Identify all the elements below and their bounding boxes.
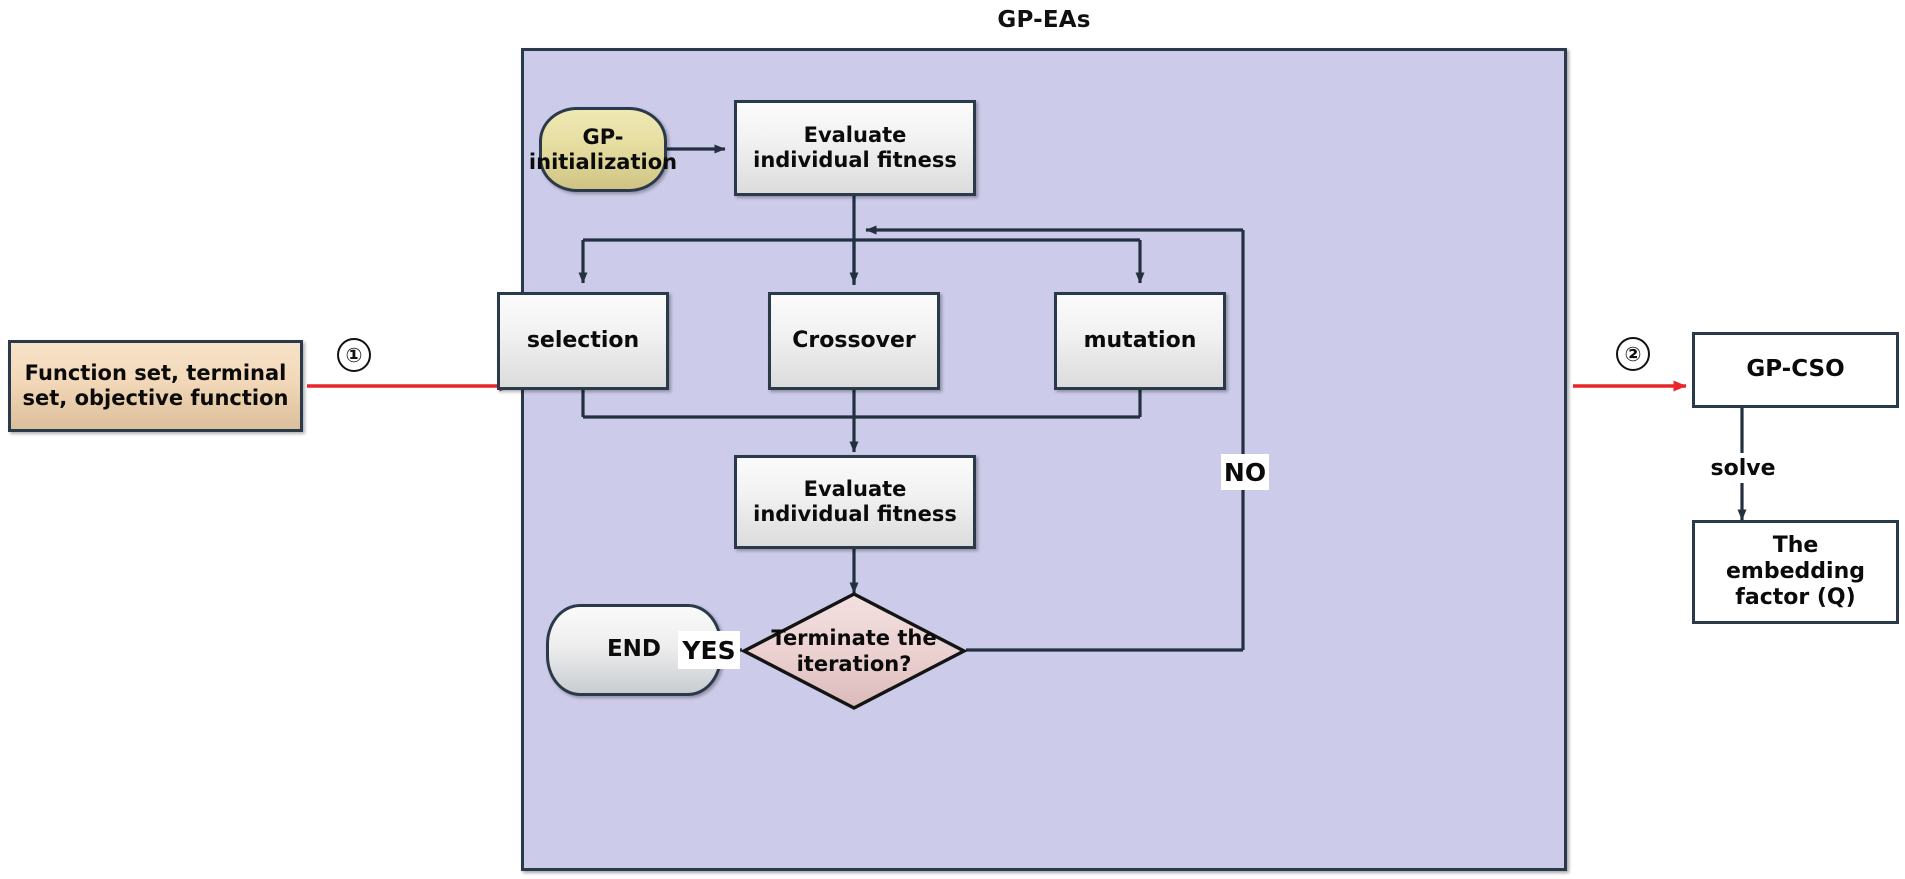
evaluate-bottom-line2: individual fitness <box>753 502 957 526</box>
embedding-factor-line3: factor (Q) <box>1735 584 1856 610</box>
input-node-line2: set, objective function <box>22 386 289 410</box>
gp-initialization-line1: GP- <box>582 124 624 149</box>
embedding-factor-line1: The <box>1772 533 1819 559</box>
node-embedding-factor[interactable]: The embedding factor (Q) <box>1692 520 1899 624</box>
end-label: END <box>606 636 662 663</box>
node-gp-cso[interactable]: GP-CSO <box>1692 332 1899 408</box>
mutation-label: mutation <box>1083 328 1197 354</box>
node-mutation[interactable]: mutation <box>1054 292 1226 390</box>
node-crossover[interactable]: Crossover <box>768 292 940 390</box>
node-terminate-decision[interactable]: Terminate the iteration? <box>740 592 968 710</box>
input-node-line1: Function set, terminal <box>24 361 287 386</box>
embedding-factor-line2: embedding <box>1726 559 1865 585</box>
evaluate-top-line1: Evaluate <box>803 123 907 148</box>
page-title: GP-EAs <box>997 7 1091 33</box>
gp-cso-label: GP-CSO <box>1746 356 1845 383</box>
crossover-label: Crossover <box>792 328 916 354</box>
node-selection[interactable]: selection <box>497 292 669 390</box>
node-evaluate-individual-fitness-bottom[interactable]: Evaluate individual fitness <box>734 455 976 549</box>
gp-eas-container <box>521 48 1567 871</box>
step-number-one: ① <box>337 338 371 372</box>
edge-label-no: NO <box>1221 454 1269 490</box>
edge-label-solve: solve <box>1700 453 1786 483</box>
evaluate-top-line2: individual fitness <box>753 148 957 172</box>
node-gp-initialization[interactable]: GP- initialization <box>529 107 677 192</box>
gp-initialization-line2: initialization <box>528 149 678 174</box>
evaluate-bottom-line1: Evaluate <box>803 477 907 502</box>
selection-label: selection <box>526 328 640 354</box>
step-number-two: ② <box>1616 337 1650 371</box>
input-node-function-set[interactable]: Function set, terminal set, objective fu… <box>8 340 303 432</box>
node-evaluate-individual-fitness-top[interactable]: Evaluate individual fitness <box>734 100 976 196</box>
edge-label-yes: YES <box>678 631 740 669</box>
